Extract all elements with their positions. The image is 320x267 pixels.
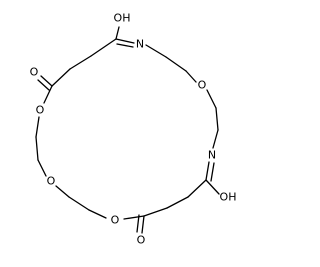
bond-ch2-ch2-bottom-right <box>166 196 189 209</box>
bond-ch2-ch2-bottom-left <box>68 196 90 211</box>
atom-label-o-carbonyl-left: O <box>30 66 39 79</box>
bond-ch2-o-ester-left <box>35 116 40 138</box>
bond-o-ester-c-left <box>43 85 53 104</box>
bond-n-c-right-double <box>210 162 215 182</box>
atom-label-n-right: N <box>208 149 216 162</box>
atom-label-o-ether-right-upper: O <box>198 79 207 92</box>
atom-label-oh-right: OH <box>220 191 237 204</box>
bond-ch2-o-ether-right-upper <box>185 70 197 83</box>
bond-o-ester-ch2-bottom <box>88 209 107 219</box>
bond-c-ch2-left-upper <box>51 68 71 87</box>
bond-c-o-carbonyl-bottom <box>141 215 145 234</box>
molecule-structure: OH N O O O N OH O O O <box>30 12 237 247</box>
bond-o-ether-ch2-left <box>37 159 47 177</box>
bond-ch2-ch2-top-left <box>69 55 92 70</box>
bond-n-c-right <box>205 161 210 181</box>
atom-label-n-top: N <box>136 38 144 51</box>
atom-label-oh-top: OH <box>114 12 131 25</box>
bond-lines <box>35 26 220 234</box>
bond-ch2-ch2-right <box>215 107 219 131</box>
bond-c-n-top-double <box>116 43 134 48</box>
bond-ch2-c-amide-top <box>90 38 117 57</box>
atom-label-o-ester-left: O <box>36 104 45 117</box>
bond-ch2-ch2-top-right <box>165 56 187 72</box>
bond-c-oh-right <box>205 179 220 195</box>
atom-labels: OH N O O O N OH O O O <box>30 12 237 247</box>
bond-ch2-n-right <box>212 129 219 149</box>
bond-c-o-carbonyl-left-double <box>37 79 50 91</box>
atom-label-o-ester-bottom: O <box>111 214 120 227</box>
bond-ch2-ch2-left <box>35 136 39 161</box>
atom-label-o-carbonyl-bottom: O <box>137 234 146 247</box>
bond-ch2-o-ether-left-lower <box>55 185 70 198</box>
bond-c-oh-top <box>115 26 120 40</box>
bond-n-ch2-top <box>145 44 167 58</box>
bond-c-ch2-right-lower <box>187 179 207 198</box>
bond-o-ether-ch2-right <box>206 89 217 109</box>
bond-c-o-ester-bottom <box>123 215 145 220</box>
bond-c-o-carbonyl-bottom-double <box>136 214 140 233</box>
atom-label-o-ether-left-lower: O <box>47 175 56 188</box>
bond-c-o-carbonyl-left <box>40 75 53 87</box>
bond-c-n-top <box>115 38 135 44</box>
bond-ch2-c-ester-bottom <box>143 207 168 217</box>
